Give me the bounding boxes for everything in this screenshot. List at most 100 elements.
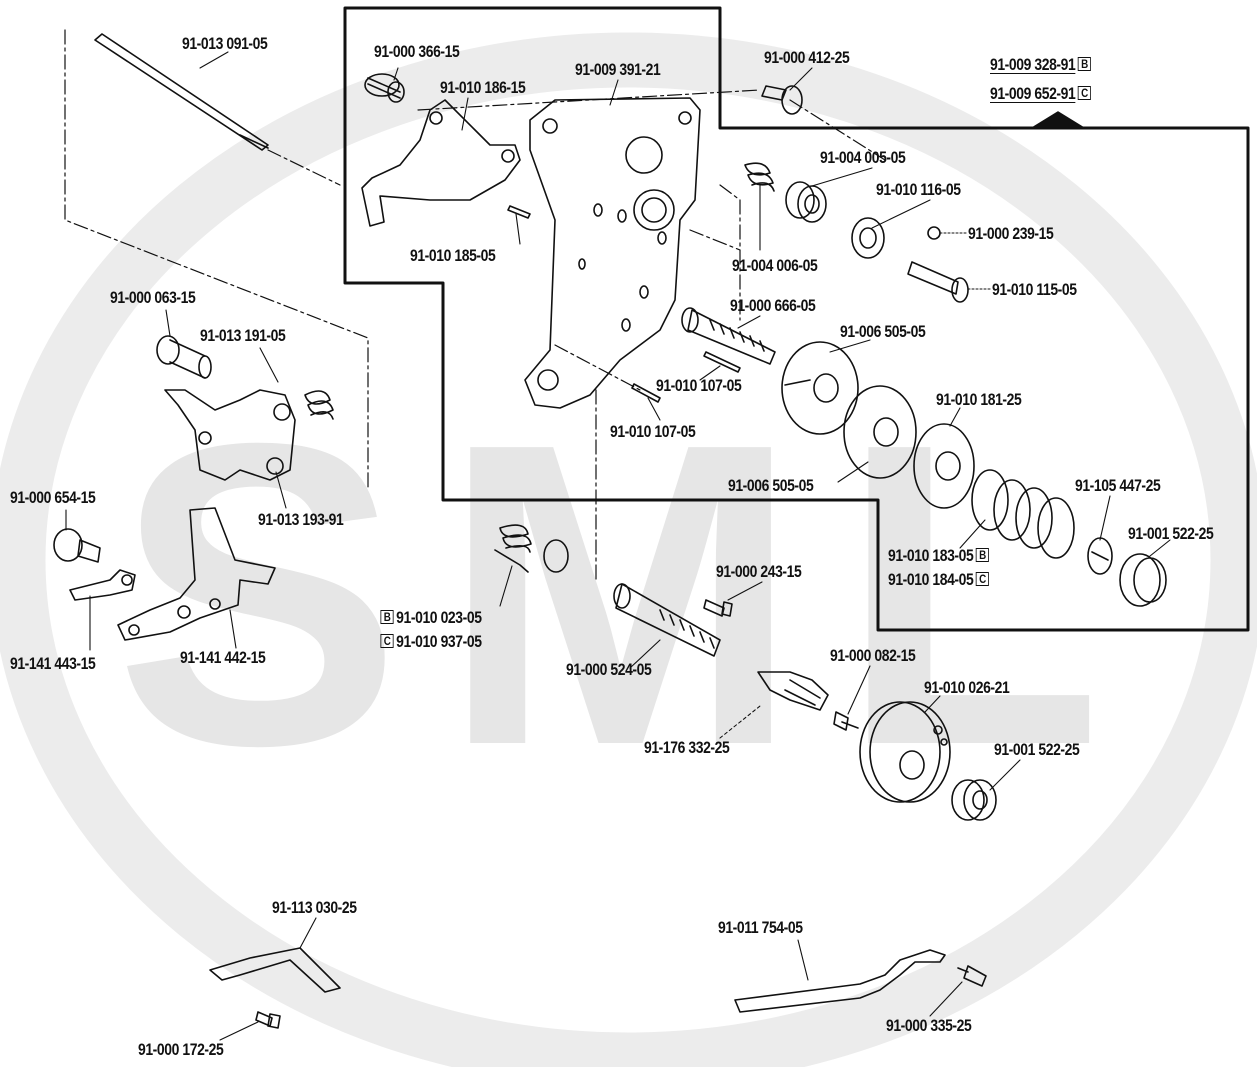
spring-lever-part (304, 390, 334, 420)
leader-line (719, 705, 761, 739)
part-label: 91-013 091-05 (182, 34, 268, 53)
leader-line (393, 67, 399, 81)
leader-line (1099, 495, 1111, 541)
leader-line (727, 581, 763, 601)
part-label: 91-000 239-15 (968, 224, 1054, 243)
part-label: 91-000 082-15 (830, 646, 916, 665)
washer-116-part (851, 217, 885, 259)
variant-badge-c: C (975, 572, 990, 586)
part-label: 91-000 172-25 (138, 1040, 224, 1059)
lever-442-part (117, 507, 276, 641)
part-number: 91-010 184-05 (888, 570, 974, 589)
part-label: 91-001 522-25 (994, 740, 1080, 759)
watermark-text: SML (114, 355, 1143, 835)
variant-badge-c: C (380, 634, 394, 648)
watermark: SML (0, 380, 1257, 810)
leader-line (811, 167, 873, 187)
spring-006-part (744, 162, 775, 192)
part-label: 91-004 006-05 (732, 256, 818, 275)
part-label: 91-010 116-05 (876, 180, 961, 199)
guide-line (719, 184, 741, 321)
part-number: 91-010 937-05 (396, 632, 482, 651)
leader-line (959, 519, 986, 549)
pin-115-part (907, 261, 969, 303)
leader-line (629, 639, 661, 669)
disc-505-lower-part (843, 385, 917, 479)
part-label: 91-010 185-05 (410, 246, 496, 265)
part-label: 91-000 243-15 (716, 562, 802, 581)
part-label: 91-009 391-21 (575, 60, 661, 79)
screw-366-part (364, 73, 405, 103)
part-label: 91-105 447-25 (1075, 476, 1161, 495)
part-label: 91-000 335-25 (886, 1016, 972, 1035)
assembly-marker-triangle (1031, 111, 1085, 129)
assembly-outline (343, 6, 1250, 632)
variant-badge-b: B (1077, 57, 1092, 71)
part-label: 91-000 063-15 (110, 288, 196, 307)
leader-line (847, 665, 871, 715)
small-pin-185 (507, 205, 531, 219)
screw-666-part (681, 307, 776, 365)
spring-183-part (971, 469, 1075, 559)
spring-023-part (494, 524, 569, 573)
part-number: 91-010 023-05 (396, 608, 482, 627)
part-label: 91-006 505-05 (840, 322, 926, 341)
guide-line (267, 149, 341, 186)
leader-line (515, 213, 521, 245)
watermark-ring (0, 32, 1257, 1067)
pin-107-b (631, 383, 661, 403)
screw-654-part (53, 528, 101, 563)
leader-line (165, 309, 171, 337)
part-label: 91-004 005-05 (820, 148, 906, 167)
lever-assembly-part (164, 389, 296, 481)
part-label: 91-013 193-91 (258, 510, 344, 529)
disc-181-part (913, 423, 975, 509)
wire-guide-754-part (734, 949, 946, 1013)
knob-522-lower-part (951, 779, 997, 821)
part-label: 91-011 754-05 (718, 918, 803, 937)
bracket-186-part (361, 99, 521, 227)
leader-line (499, 565, 513, 607)
shaft-524-part (613, 583, 721, 657)
leader-line (737, 315, 761, 329)
leader-line (219, 1021, 259, 1041)
leader-line (229, 609, 237, 649)
part-number: 91-010 183-05 (888, 546, 974, 565)
part-label: 91-141 443-15 (10, 654, 96, 673)
clip-332-part (757, 671, 829, 711)
part-label: 91-000 654-15 (10, 488, 96, 507)
variant-badge-b: B (380, 610, 394, 624)
part-label: 91-010 115-05 (992, 280, 1077, 299)
screw-412-part (761, 85, 803, 115)
leader-line (1149, 539, 1171, 557)
leader-line (924, 695, 941, 713)
leader-line (829, 339, 871, 353)
leader-line (789, 67, 813, 91)
leader-line (609, 79, 619, 106)
ball-239-part (927, 226, 941, 240)
part-label: 91-010 107-05 (656, 376, 742, 395)
variant-badge-b: B (975, 548, 990, 562)
leader-line (275, 471, 287, 509)
part-label: 91-000 524-05 (566, 660, 652, 679)
spring-clip-030-part (209, 947, 341, 993)
part-label: 91-000 366-15 (374, 42, 460, 61)
leader-line (199, 51, 229, 69)
leader-line (647, 397, 661, 421)
leader-line (299, 917, 317, 949)
part-label: 91-176 332-25 (644, 738, 730, 757)
screw-082-part (833, 711, 859, 731)
washer-447-part (1087, 537, 1113, 575)
part-label: 91-141 442-15 (180, 648, 266, 667)
part-label: 91-006 505-05 (728, 476, 814, 495)
screw-063-part (156, 335, 212, 379)
leader-line (259, 347, 279, 383)
leader-line (461, 97, 469, 131)
guide-line (64, 29, 369, 491)
guide-line (789, 99, 886, 161)
